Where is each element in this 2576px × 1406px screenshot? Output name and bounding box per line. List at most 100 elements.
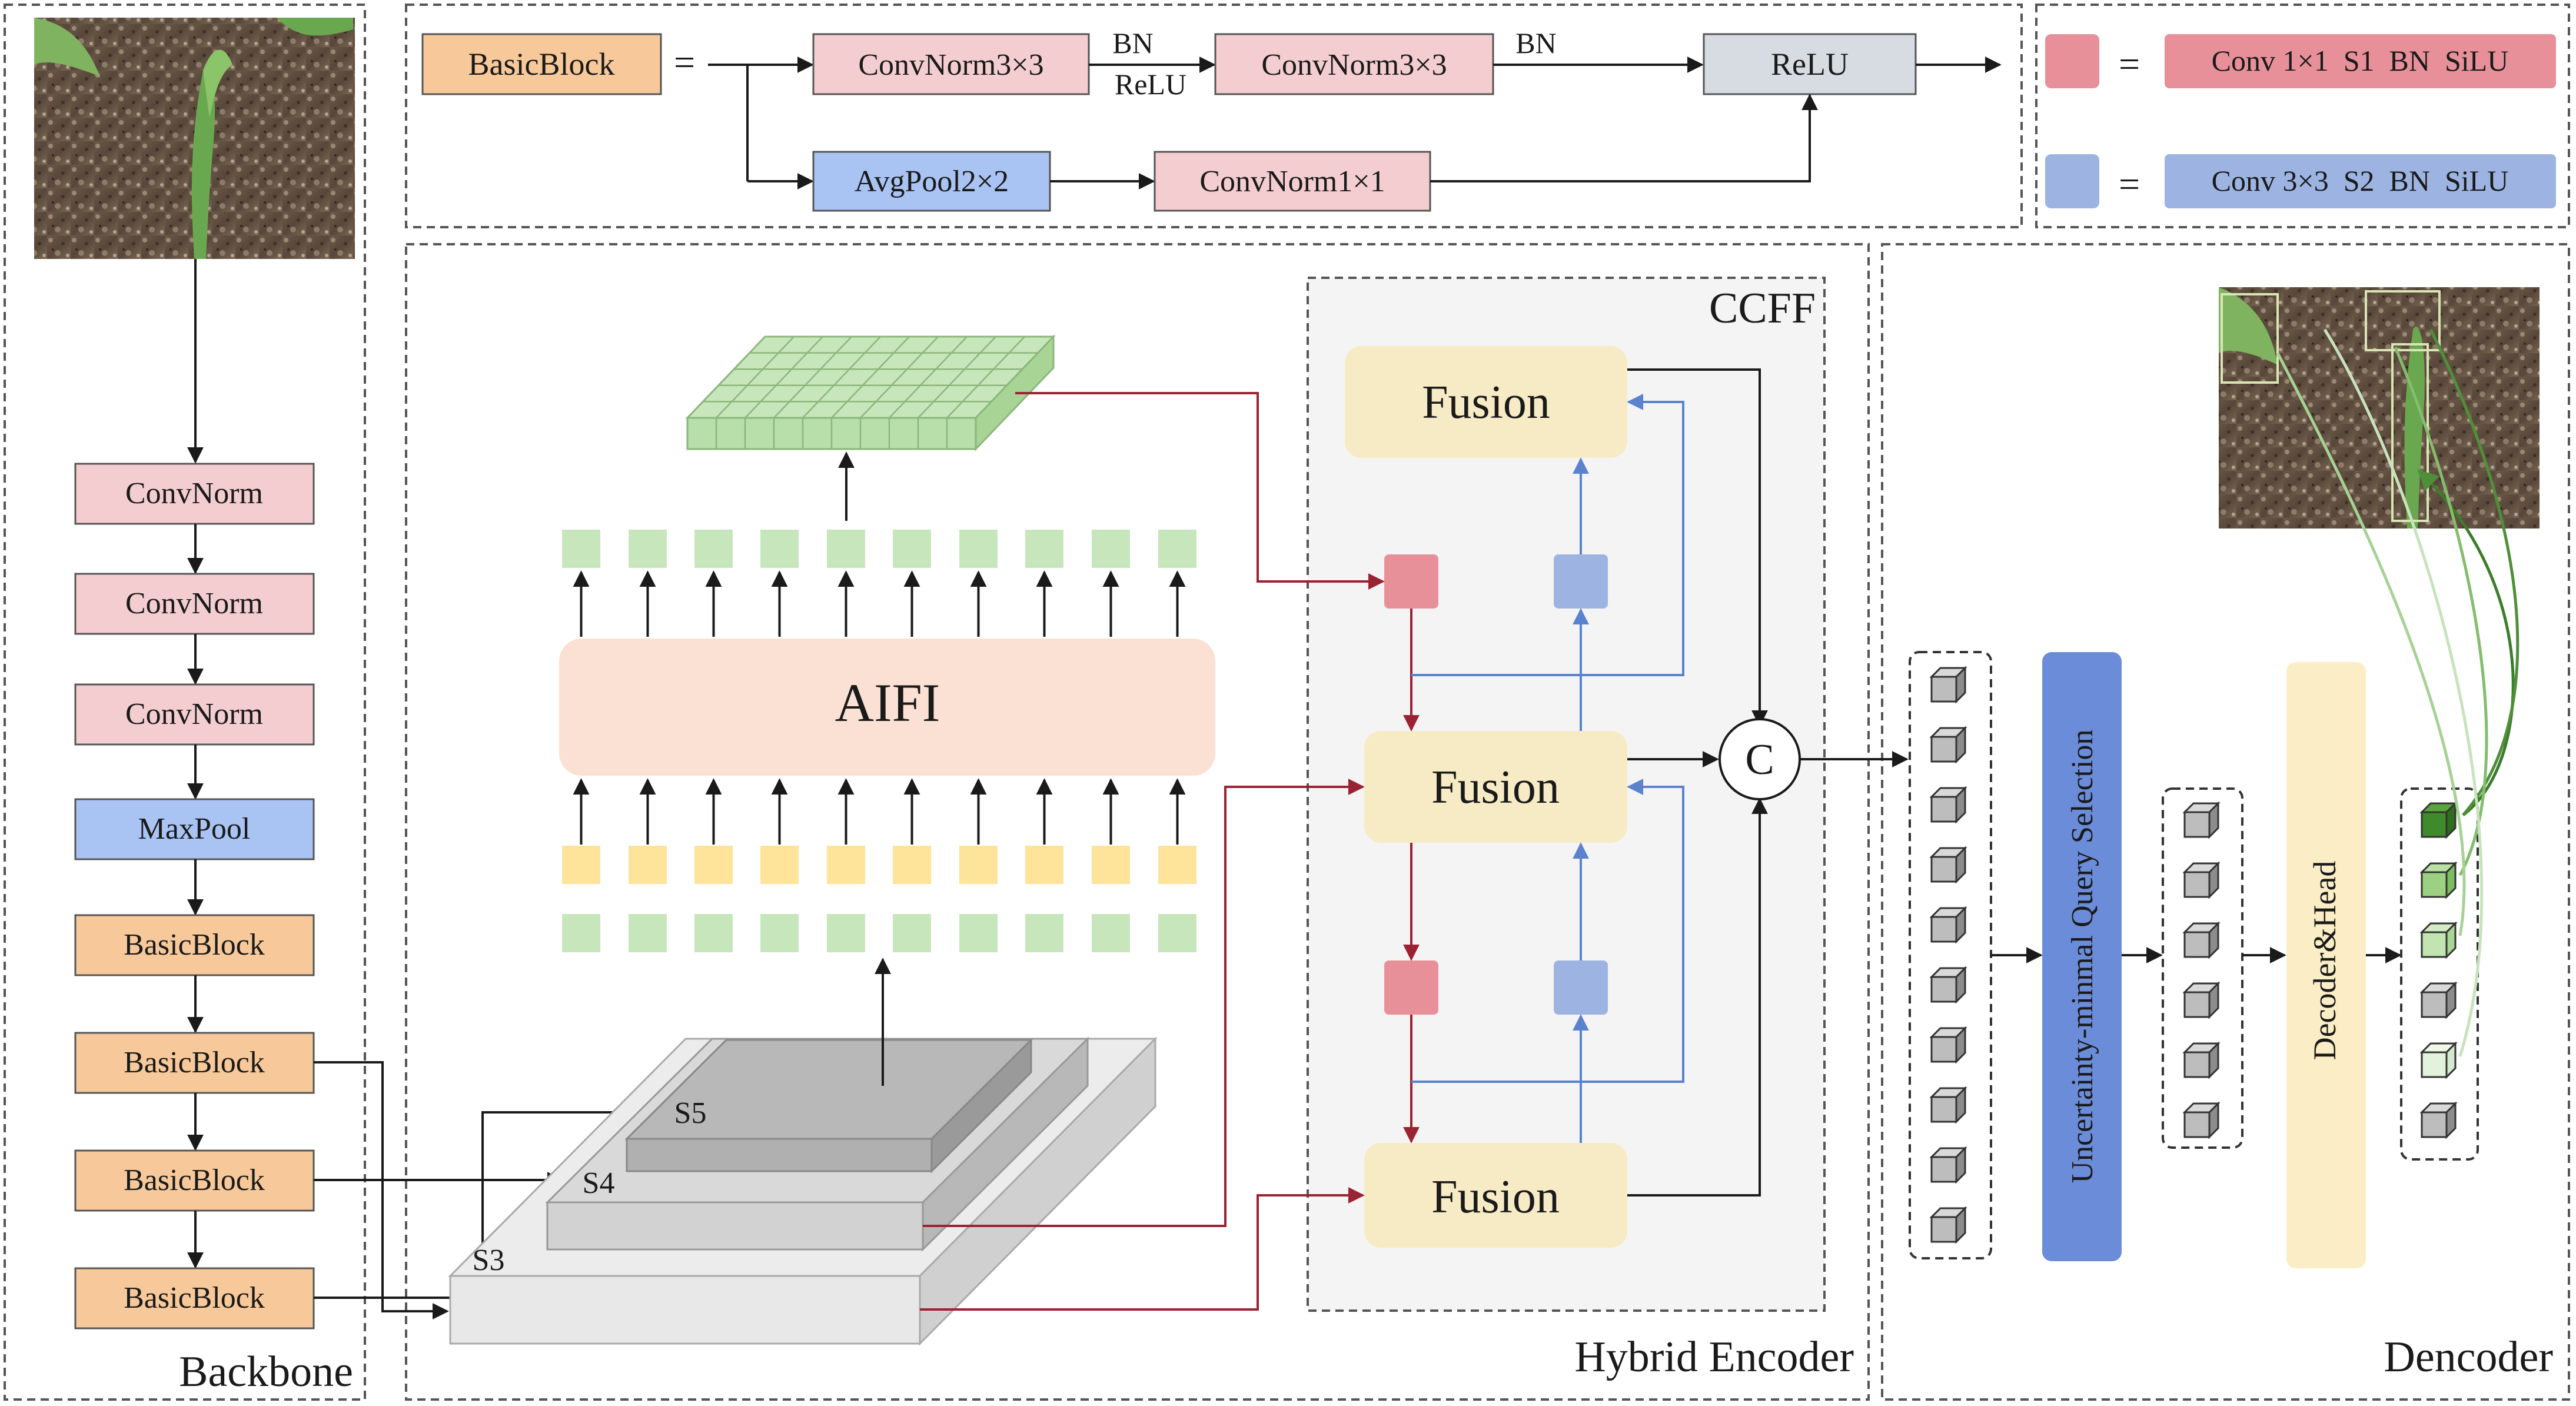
aifi-block: [559, 639, 1215, 776]
input-token-green: [1158, 914, 1196, 952]
output-token-green: [694, 530, 733, 568]
selected-queries-group: [2162, 787, 2243, 1149]
fusion-top-to-concat-line: [1627, 368, 1768, 727]
output-query-cube: [2419, 1101, 2458, 1139]
backbone-block-label-6: BasicBlock: [124, 1046, 265, 1079]
initial-queries: [1929, 666, 1967, 1244]
s5-label: S5: [674, 1096, 707, 1130]
basicblock-box: [421, 33, 662, 95]
output-token-green: [893, 530, 931, 568]
input-token-green: [959, 914, 998, 952]
input-token-yellow: [760, 846, 799, 884]
legend: = Conv 1×1 S1 BN SiLU = Conv 3×3 S2 BN S…: [2045, 34, 2556, 208]
input-token-green: [760, 914, 799, 952]
bn-label-1: BN: [1112, 26, 1153, 59]
output-token-green: [629, 530, 667, 568]
legend-red-swatch: [2045, 34, 2099, 88]
concat-label: C: [1745, 736, 1774, 784]
relu-label-1: ReLU: [1115, 68, 1186, 101]
convnorm3x3-box-2: [1214, 33, 1494, 95]
output-token-green: [1092, 530, 1130, 568]
selected-queries: [2182, 801, 2221, 1139]
query-selection-block: [2042, 652, 2122, 1261]
output-token-green: [760, 530, 799, 568]
conv1x1-square-1: [1384, 554, 1438, 609]
initial-query-cube: [1929, 786, 1967, 824]
legend-equals-1: =: [2119, 43, 2140, 85]
output-query-cube: [2419, 801, 2458, 839]
basicblock-label: BasicBlock: [468, 46, 615, 82]
input-token-green: [893, 914, 931, 952]
input-token-yellow: [1025, 846, 1063, 884]
output-token-green: [1025, 530, 1063, 568]
backbone-block-5: [74, 914, 315, 976]
selected-query-cube: [2182, 921, 2221, 959]
input-token-yellow: [827, 846, 865, 884]
initial-query-cube: [1929, 726, 1967, 764]
basicblock-definition: BasicBlock = ConvNorm3×3 BN ReLU ConvNor…: [421, 26, 2002, 212]
legend-red-box: [2165, 34, 2556, 88]
backbone-block-label-3: ConvNorm: [125, 697, 263, 731]
backbone-block-label-2: ConvNorm: [125, 587, 263, 620]
decoder-head-label: Decoder&Head: [2307, 861, 2342, 1061]
decoder-panel: [1881, 243, 2570, 1401]
encoder-panel: [405, 243, 1870, 1401]
panel-borders: [4, 4, 2570, 1401]
initial-query-cube: [1929, 1146, 1967, 1184]
legend-equals-2: =: [2119, 163, 2140, 205]
backbone-block-label-5: BasicBlock: [124, 928, 265, 962]
fusion-top-label: Fusion: [1422, 377, 1550, 428]
output-queries: [2419, 801, 2458, 1139]
backbone: ConvNormConvNormConvNormMaxPoolBasicBloc…: [34, 18, 664, 1396]
shortcut-to-relu-line: [1430, 94, 1818, 182]
encoder-title: Hybrid Encoder: [1574, 1333, 1854, 1381]
initial-query-cube: [1929, 966, 1967, 1004]
output-token-green: [959, 530, 998, 568]
legend-blue-box: [2165, 154, 2556, 208]
input-token-yellow: [562, 846, 600, 884]
input-token-green: [629, 914, 667, 952]
input-token-green: [1025, 914, 1063, 952]
token-rows: [562, 530, 1196, 952]
detection-box-2: [2365, 290, 2441, 351]
input-token-green: [827, 914, 865, 952]
initial-query-cube: [1929, 906, 1967, 944]
decoder: Uncertainty-minmal Query Selection Decod…: [1909, 287, 2553, 1381]
backbone-block-1: [74, 463, 315, 525]
initial-query-cube: [1929, 1206, 1967, 1244]
ccff-label: CCFF: [1709, 284, 1816, 333]
relu-box: [1703, 33, 1917, 95]
conv1x1-square-2: [1384, 960, 1438, 1015]
fusion-mid-block: [1364, 731, 1627, 843]
backbone-block-3: [74, 683, 315, 746]
initial-query-cube: [1929, 666, 1967, 704]
input-token-green: [694, 914, 733, 952]
s4-label: S4: [583, 1166, 615, 1200]
backbone-title: Backbone: [179, 1348, 353, 1396]
decoder-title: Dencoder: [2384, 1333, 2553, 1381]
fusion-mid-label: Fusion: [1431, 762, 1560, 813]
fusion-bot-label: Fusion: [1431, 1171, 1560, 1223]
backbone-block-8: [74, 1267, 315, 1329]
backbone-block-6: [74, 1032, 315, 1094]
detection-box-1: [2221, 293, 2279, 384]
output-query-cube: [2419, 1041, 2458, 1079]
dark-red-connections: [920, 392, 1420, 1311]
input-token-green: [562, 914, 600, 952]
decoder-head-block: [2286, 662, 2366, 1268]
s3-label: S3: [473, 1244, 505, 1277]
equals-sign: =: [674, 41, 695, 83]
output-query-cube: [2419, 981, 2458, 1019]
selected-query-cube: [2182, 981, 2221, 1019]
backbone-block-4: [74, 798, 315, 860]
initial-query-cube: [1929, 846, 1967, 884]
backbone-block-label-1: ConvNorm: [125, 477, 263, 510]
stage-to-s3-line: [314, 1104, 664, 1299]
feature-stack: S3 S4 S5: [448, 1036, 1158, 1346]
backbone-block-label-4: MaxPool: [138, 812, 251, 846]
conv3x3-square-2: [1554, 960, 1608, 1015]
convnorm1x1-box: [1154, 151, 1431, 212]
backbone-block-label-7: BasicBlock: [124, 1164, 265, 1197]
convnorm3x3-box-1: [812, 33, 1090, 95]
blue-connections: [1411, 394, 1684, 1143]
